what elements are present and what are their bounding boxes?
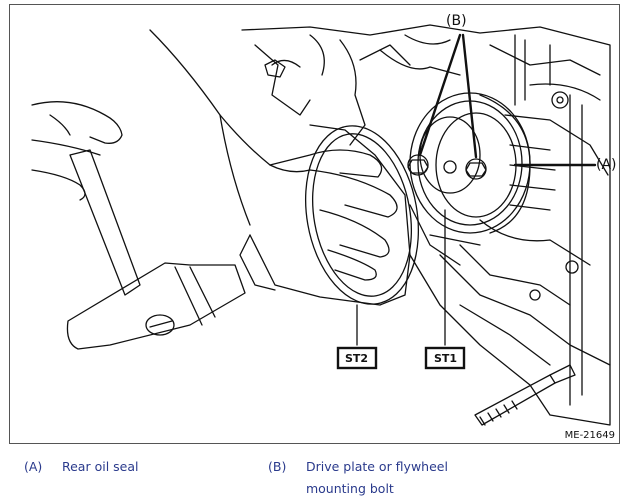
legend-item-a: (A) Rear oil seal [24, 456, 138, 478]
legend: (A) Rear oil seal (B) Drive plate or fly… [0, 456, 630, 504]
callout-b-leader-2 [461, 33, 478, 159]
st1-tool [409, 204, 481, 266]
callout-a-label: (A) [596, 157, 617, 173]
hammer [66, 149, 246, 350]
legend-text-b-line2: mounting bolt [305, 481, 394, 496]
callout-b-label: (B) [446, 13, 467, 29]
threaded-rod [474, 364, 576, 426]
installation-illustration: (B) (A) ST2 ST1 [31, 13, 617, 426]
figure-frame: (B) (A) ST2 ST1 ME-21649 [9, 4, 620, 444]
st2-box [336, 346, 378, 370]
legend-tag-b: (B) [268, 459, 287, 474]
left-hand [31, 101, 123, 201]
engine-block [241, 24, 611, 426]
callout-b-leader-1 [418, 33, 462, 157]
legend-tag-a: (A) [24, 459, 43, 474]
st2-tool [239, 124, 420, 306]
st1-box [424, 346, 466, 370]
legend-item-b: (B) Drive plate or flywheel mounting bol… [268, 456, 448, 500]
st2-label: ST2 [345, 352, 368, 365]
figure-id: ME-21649 [564, 430, 615, 441]
st1-label: ST1 [434, 352, 457, 365]
legend-text-b-line1: Drive plate or flywheel [305, 459, 448, 474]
mounting-bolts [407, 154, 487, 180]
legend-text-a: Rear oil seal [61, 459, 139, 474]
right-hand [149, 29, 398, 281]
